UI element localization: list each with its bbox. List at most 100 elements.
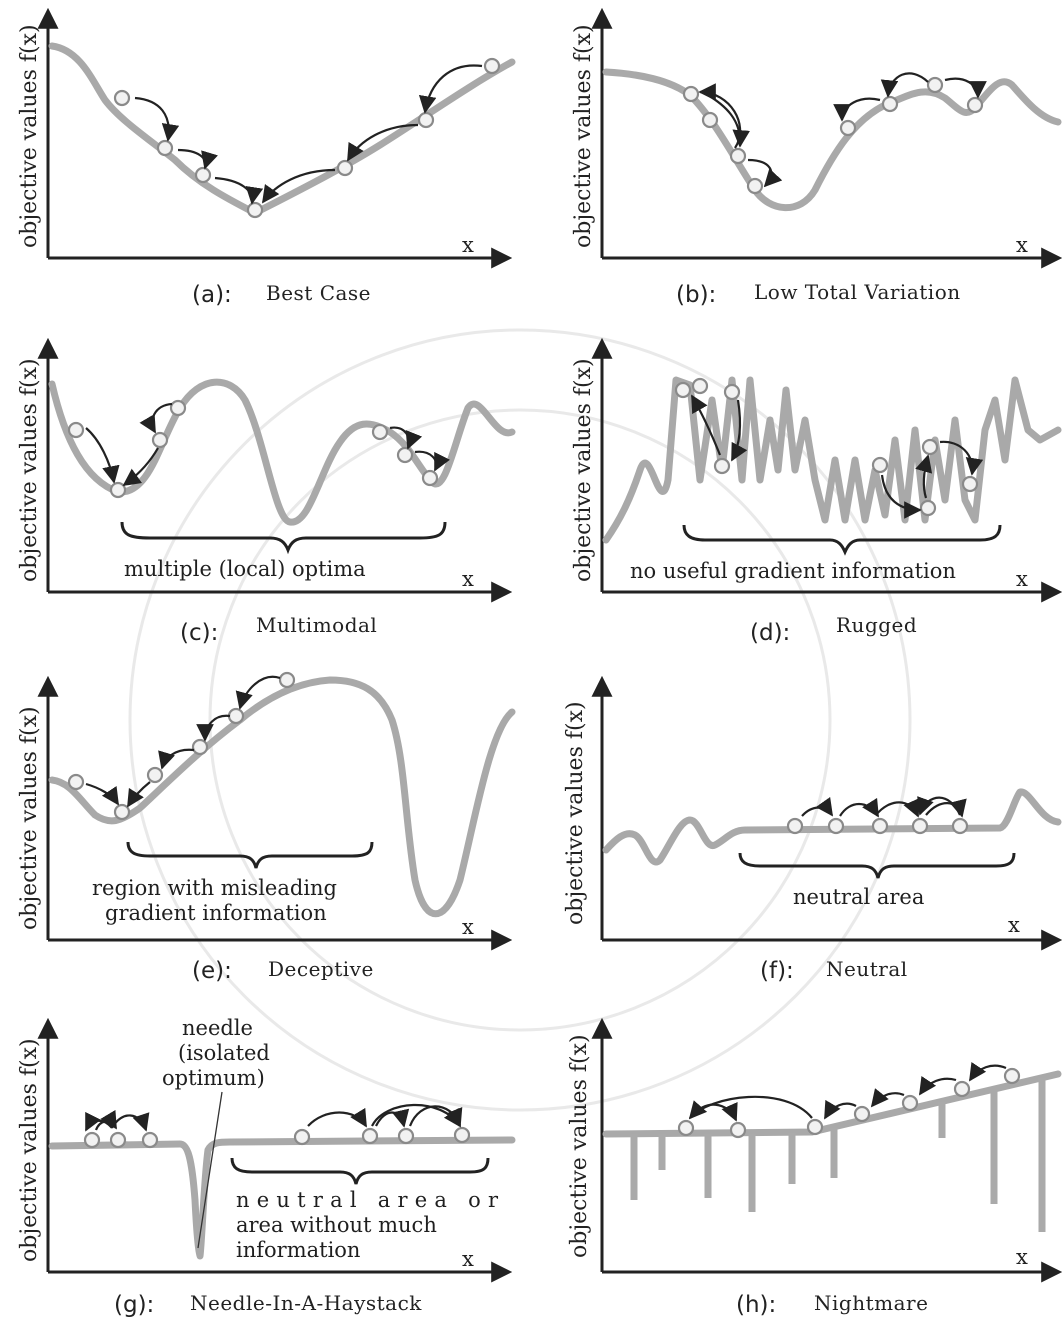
candidate-point (151, 431, 169, 449)
x-axis-label: x (1016, 233, 1028, 257)
landscape-curve (602, 788, 1062, 866)
search-step-arrow (875, 797, 920, 818)
candidate-point (966, 96, 984, 114)
search-step-arrow (688, 1095, 813, 1120)
search-step-arrow (915, 454, 933, 499)
candidate-point (729, 147, 747, 165)
candidate-point (926, 76, 944, 94)
y-axis-label: objective values f(x) (17, 24, 42, 248)
search-step-arrow (177, 148, 218, 170)
search-step-arrow (111, 1112, 150, 1132)
annotation-text: region with misleading (92, 876, 337, 900)
x-axis-label: x (462, 233, 474, 257)
candidate-point (746, 177, 764, 195)
search-step-arrow (731, 399, 748, 462)
search-step-arrow (917, 796, 962, 816)
candidate-point (453, 1126, 471, 1144)
candidate-point (417, 111, 435, 129)
search-step-arrow (839, 797, 879, 818)
candidate-point (113, 89, 131, 107)
panel-id: (e): (192, 958, 232, 984)
annotation-text: neutral area (793, 885, 924, 909)
candidate-point (839, 119, 857, 137)
y-axis-label: objective values f(x) (571, 358, 596, 582)
candidate-point (227, 707, 245, 725)
annotation-brace (120, 521, 447, 555)
search-step-arrow (134, 96, 180, 142)
search-step-arrow (418, 64, 483, 114)
candidate-point (191, 738, 209, 756)
panel-title: Neutral (826, 957, 908, 981)
panel-title: Low Total Variation (754, 280, 961, 304)
search-step-arrow (705, 93, 750, 148)
search-step-arrow (307, 1107, 367, 1128)
search-step-arrow (880, 474, 922, 519)
panel-f-neutral: objective values f(x) x neutral area (f)… (563, 675, 1063, 984)
panel-id: (g): (114, 1292, 154, 1318)
search-step-arrow (939, 440, 984, 476)
candidate-point (911, 817, 929, 835)
search-step-arrow (691, 394, 722, 456)
candidate-point (141, 1131, 159, 1149)
panel-e-deceptive: objective values f(x) x region with misl… (17, 671, 516, 984)
annotation-text: no useful gradient information (630, 559, 956, 583)
candidate-point (109, 1131, 127, 1149)
landscape-curve (48, 378, 516, 526)
search-step-arrow (371, 1103, 461, 1128)
landscape-curve (602, 376, 1062, 544)
candidate-point (951, 817, 969, 835)
candidate-point (361, 1127, 379, 1145)
panel-title: Rugged (836, 613, 917, 637)
candidate-point (713, 457, 731, 475)
search-step-arrow (85, 1111, 113, 1132)
search-step-arrow (969, 1061, 1007, 1082)
candidate-point (113, 803, 131, 821)
panel-id: (f): (760, 958, 794, 984)
x-axis-label: x (1016, 1245, 1028, 1269)
search-step-arrow (824, 1099, 857, 1120)
candidate-point (83, 1131, 101, 1149)
search-step-arrow (919, 1075, 957, 1096)
y-axis-label: objective values f(x) (17, 706, 42, 930)
candidate-point (786, 817, 804, 835)
search-step-arrow (375, 1108, 410, 1128)
candidate-point (701, 111, 719, 129)
search-step-arrow (127, 781, 151, 808)
candidate-point (853, 1105, 871, 1123)
search-step-arrow (85, 427, 120, 484)
panel-id: (d): (750, 620, 790, 646)
needle-label: optimum) (162, 1066, 265, 1090)
search-step-arrow (261, 168, 336, 204)
panel-b-low-total-variation: objective values f(x) x (b): Low Total V… (571, 7, 1063, 308)
panel-title: Deceptive (268, 957, 374, 981)
landscape-curve (602, 1070, 1062, 1138)
needle-label: (isolated (178, 1041, 270, 1065)
search-step-arrow (139, 402, 173, 434)
x-axis-label: x (1008, 913, 1020, 937)
y-axis-label: objective values f(x) (17, 1038, 42, 1262)
panel-title: Needle-In-A-Haystack (190, 1291, 422, 1315)
search-step-arrow (880, 72, 929, 98)
landscape-curve (48, 42, 516, 217)
annotation-brace (682, 524, 1002, 556)
annotation-brace (230, 1157, 490, 1185)
candidate-point (901, 1094, 919, 1112)
y-axis-label: objective values f(x) (567, 1034, 592, 1258)
candidate-point (723, 383, 741, 401)
candidate-point (961, 475, 979, 493)
landscape-curve (602, 68, 1062, 212)
annotation-brace (126, 841, 374, 869)
needle-label: needle (182, 1016, 253, 1040)
candidate-point (953, 1080, 971, 1098)
candidate-point (67, 421, 85, 439)
candidate-point (691, 377, 709, 395)
search-step-arrow (214, 176, 264, 205)
candidate-point (109, 481, 127, 499)
candidate-point (682, 85, 700, 103)
x-axis-label: x (462, 567, 474, 591)
search-step-arrow (925, 798, 967, 818)
candidate-point (246, 201, 264, 219)
candidate-point (881, 95, 899, 113)
y-axis-label: objective values f(x) (563, 701, 588, 925)
search-step-arrow (944, 77, 987, 99)
